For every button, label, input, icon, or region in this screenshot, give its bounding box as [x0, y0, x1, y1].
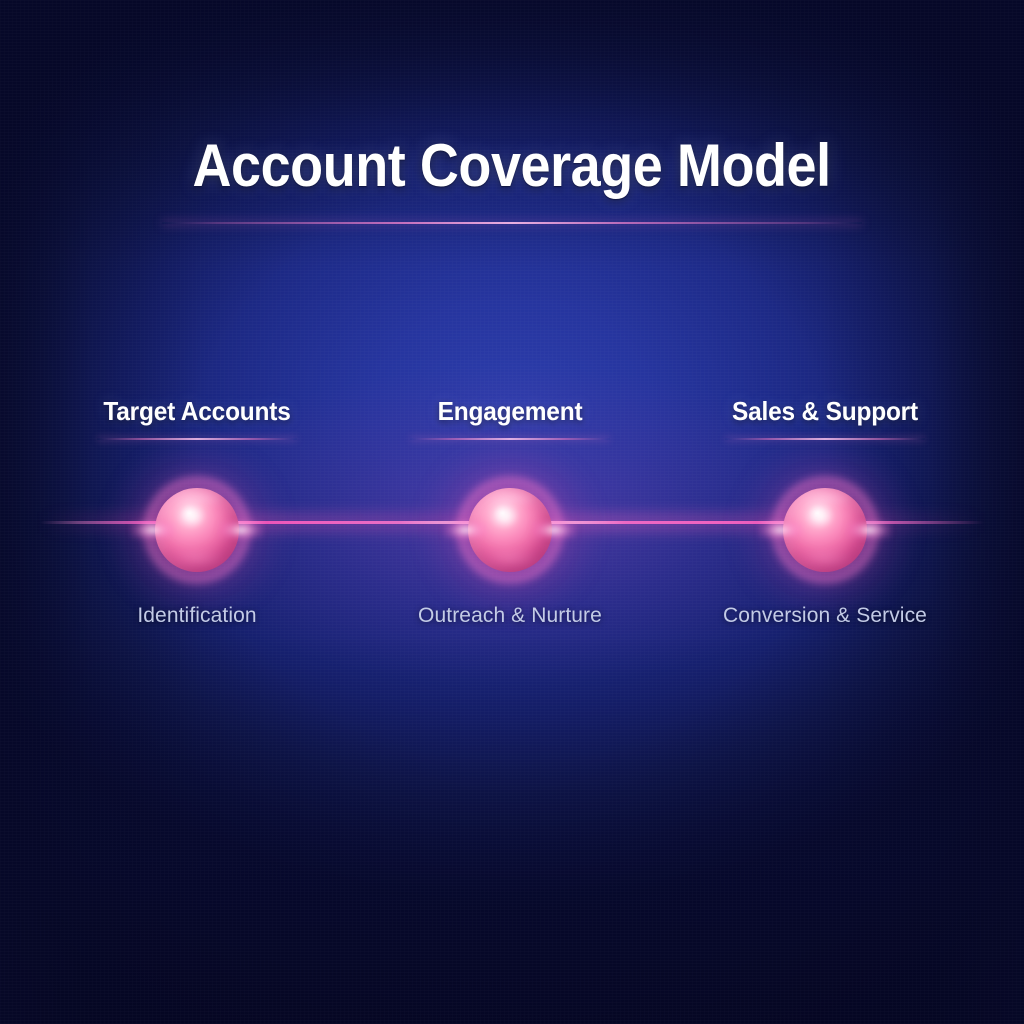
- node-top-sheen: [486, 492, 534, 506]
- node-bottom-bounce: [170, 550, 224, 567]
- node-top-sheen: [801, 492, 849, 506]
- node-bottom-bounce: [798, 550, 852, 567]
- node-left-flare: [131, 521, 175, 539]
- stage-label-3: Sales & Support: [732, 396, 918, 426]
- stage-label-accent-rule: [410, 438, 610, 440]
- node-bottom-bounce: [483, 550, 537, 567]
- stage-node-sphere-3[interactable]: [737, 442, 913, 618]
- stage-node-sphere-2[interactable]: [422, 442, 598, 618]
- node-right-flare: [219, 521, 263, 539]
- node-right-flare: [847, 521, 891, 539]
- stage-node-sphere-1[interactable]: [109, 442, 285, 618]
- stage-sublabel-3: Conversion & Service: [723, 604, 927, 627]
- node-specular-highlight: [180, 504, 206, 527]
- node-right-flare: [532, 521, 576, 539]
- node-top-sheen: [173, 492, 221, 506]
- node-left-flare: [759, 521, 803, 539]
- stage-label-accent-rule: [725, 438, 925, 440]
- stage-label-2: Engagement: [437, 396, 583, 426]
- stage-sublabel-1: Identification: [137, 604, 257, 627]
- node-left-flare: [444, 521, 488, 539]
- title-accent-rule: [162, 222, 862, 224]
- node-specular-highlight: [808, 504, 834, 527]
- stage-label-accent-rule: [97, 438, 297, 440]
- stage-sublabel-2: Outreach & Nurture: [418, 604, 602, 627]
- title-block: Account Coverage Model: [0, 132, 1024, 224]
- page-title: Account Coverage Model: [192, 132, 832, 199]
- stage-label-1: Target Accounts: [103, 396, 291, 426]
- node-specular-highlight: [493, 504, 519, 527]
